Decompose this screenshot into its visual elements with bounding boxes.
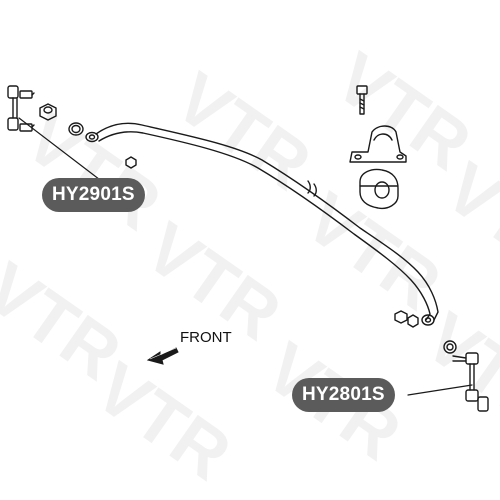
part-code: HY2801S (302, 384, 385, 405)
part-callout-left: HY2901S (42, 178, 145, 212)
right-bar-end (421, 314, 435, 326)
part-code: HY2901S (52, 184, 135, 205)
bushing-bracket (349, 125, 407, 163)
right-stabilizer-link (452, 352, 489, 412)
right-link-nut (394, 310, 419, 328)
rubber-bushing (359, 168, 399, 210)
leader-line-right (407, 384, 473, 396)
front-arrow-icon (146, 347, 179, 365)
small-nut (125, 156, 137, 169)
left-link-washer (68, 122, 84, 136)
part-callout-right: HY2801S (292, 378, 395, 412)
stabilizer-bar (95, 122, 439, 321)
leader-line-left (18, 117, 109, 187)
right-link-washer (443, 340, 457, 354)
bracket-bolt (356, 85, 368, 115)
left-bar-end (85, 131, 99, 143)
left-stabilizer-link (7, 85, 35, 132)
left-link-nut (39, 103, 57, 121)
front-direction-label: FRONT (180, 329, 232, 346)
